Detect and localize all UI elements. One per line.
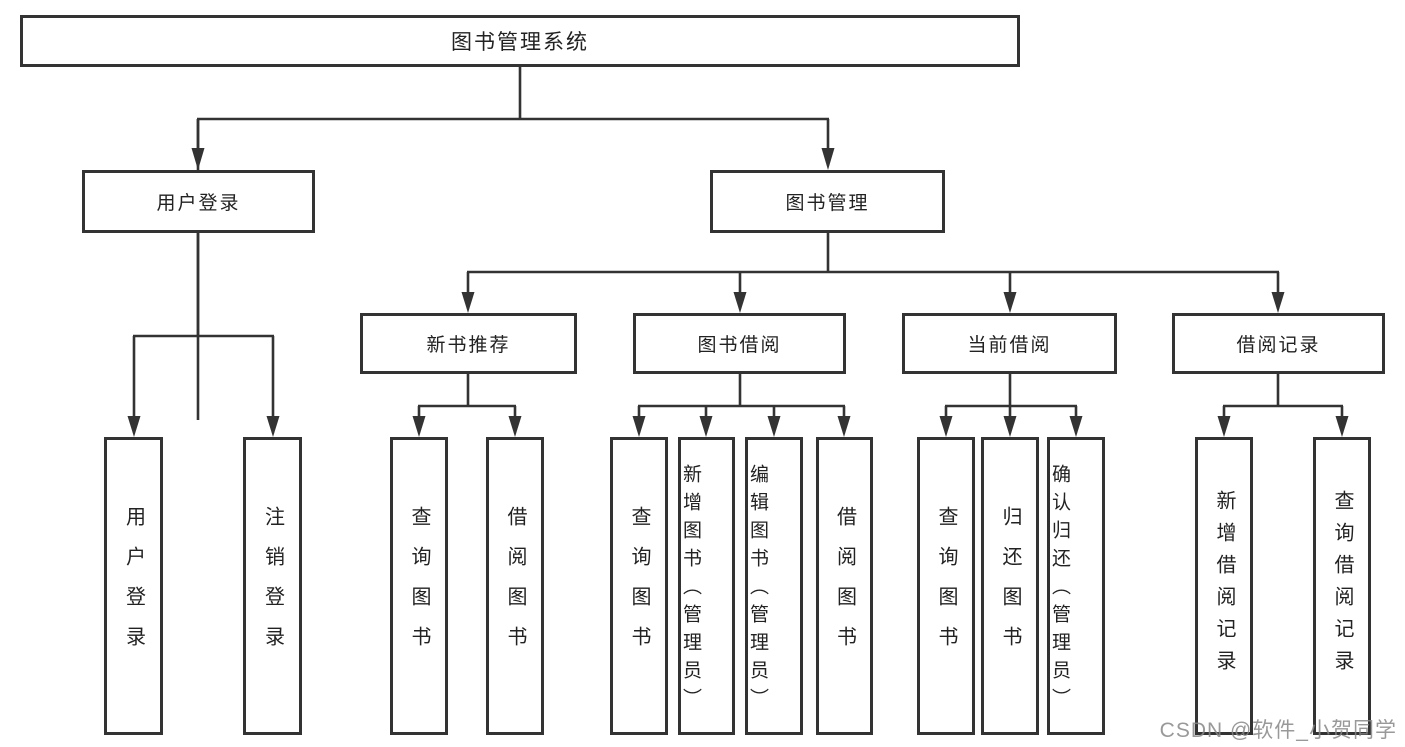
leaf-query-books-borrowing: 查询图书: [610, 437, 668, 735]
leaf-query-books-borrowing-label: 查询图书: [628, 506, 650, 666]
leaf-query-books-current-label: 查询图书: [935, 506, 957, 666]
node-borrowing-records: 借阅记录: [1172, 313, 1385, 374]
leaf-edit-books-admin-label: 编辑图书（管理员）: [747, 463, 768, 716]
node-current-borrowing: 当前借阅: [902, 313, 1117, 374]
leaf-add-borrow-record: 新增借阅记录: [1195, 437, 1253, 735]
leaf-logout-login: 注销登录: [243, 437, 302, 735]
node-borrowing-records-label: 借阅记录: [1236, 335, 1321, 356]
leaf-add-books-admin: 新增图书（管理员）: [678, 437, 735, 735]
leaf-query-books-current: 查询图书: [917, 437, 975, 735]
leaf-borrow-books-recommend-label: 借阅图书: [504, 506, 526, 666]
leaf-add-books-admin-label: 新增图书（管理员）: [680, 463, 701, 716]
node-new-book-recommend: 新书推荐: [360, 313, 577, 374]
leaf-query-borrow-record-label: 查询借阅记录: [1331, 490, 1353, 682]
leaf-borrow-books-recommend: 借阅图书: [486, 437, 544, 735]
node-book-management-label: 图书管理: [785, 193, 870, 214]
node-book-management: 图书管理: [710, 170, 945, 233]
leaf-borrow-books-borrowing: 借阅图书: [816, 437, 873, 735]
leaf-query-books-recommend: 查询图书: [390, 437, 448, 735]
leaf-return-books-label: 归还图书: [999, 506, 1021, 666]
node-root-label: 图书管理系统: [451, 31, 589, 54]
leaf-borrow-books-borrowing-label: 借阅图书: [833, 506, 856, 666]
leaf-query-books-recommend-label: 查询图书: [408, 506, 430, 666]
node-user-login-label: 用户登录: [156, 193, 241, 214]
node-root: 图书管理系统: [20, 15, 1020, 67]
node-current-borrowing-label: 当前借阅: [967, 335, 1052, 356]
leaf-return-books: 归还图书: [981, 437, 1039, 735]
leaf-edit-books-admin: 编辑图书（管理员）: [745, 437, 803, 735]
arrowheads: [127, 148, 1349, 437]
leaf-logout-login-label: 注销登录: [261, 506, 284, 666]
leaf-query-borrow-record: 查询借阅记录: [1313, 437, 1371, 735]
node-new-book-recommend-label: 新书推荐: [426, 335, 511, 356]
leaf-user-login-label: 用户登录: [122, 506, 145, 666]
node-user-login: 用户登录: [82, 170, 315, 233]
node-book-borrowing-label: 图书借阅: [697, 335, 782, 356]
leaf-confirm-return-admin-label: 确认归还（管理员）: [1049, 463, 1070, 716]
leaf-add-borrow-record-label: 新增借阅记录: [1213, 490, 1235, 682]
leaf-user-login: 用户登录: [104, 437, 163, 735]
node-book-borrowing: 图书借阅: [633, 313, 846, 374]
csdn-watermark: CSDN @软件_小贺同学: [1159, 719, 1397, 742]
leaf-confirm-return-admin: 确认归还（管理员）: [1047, 437, 1105, 735]
